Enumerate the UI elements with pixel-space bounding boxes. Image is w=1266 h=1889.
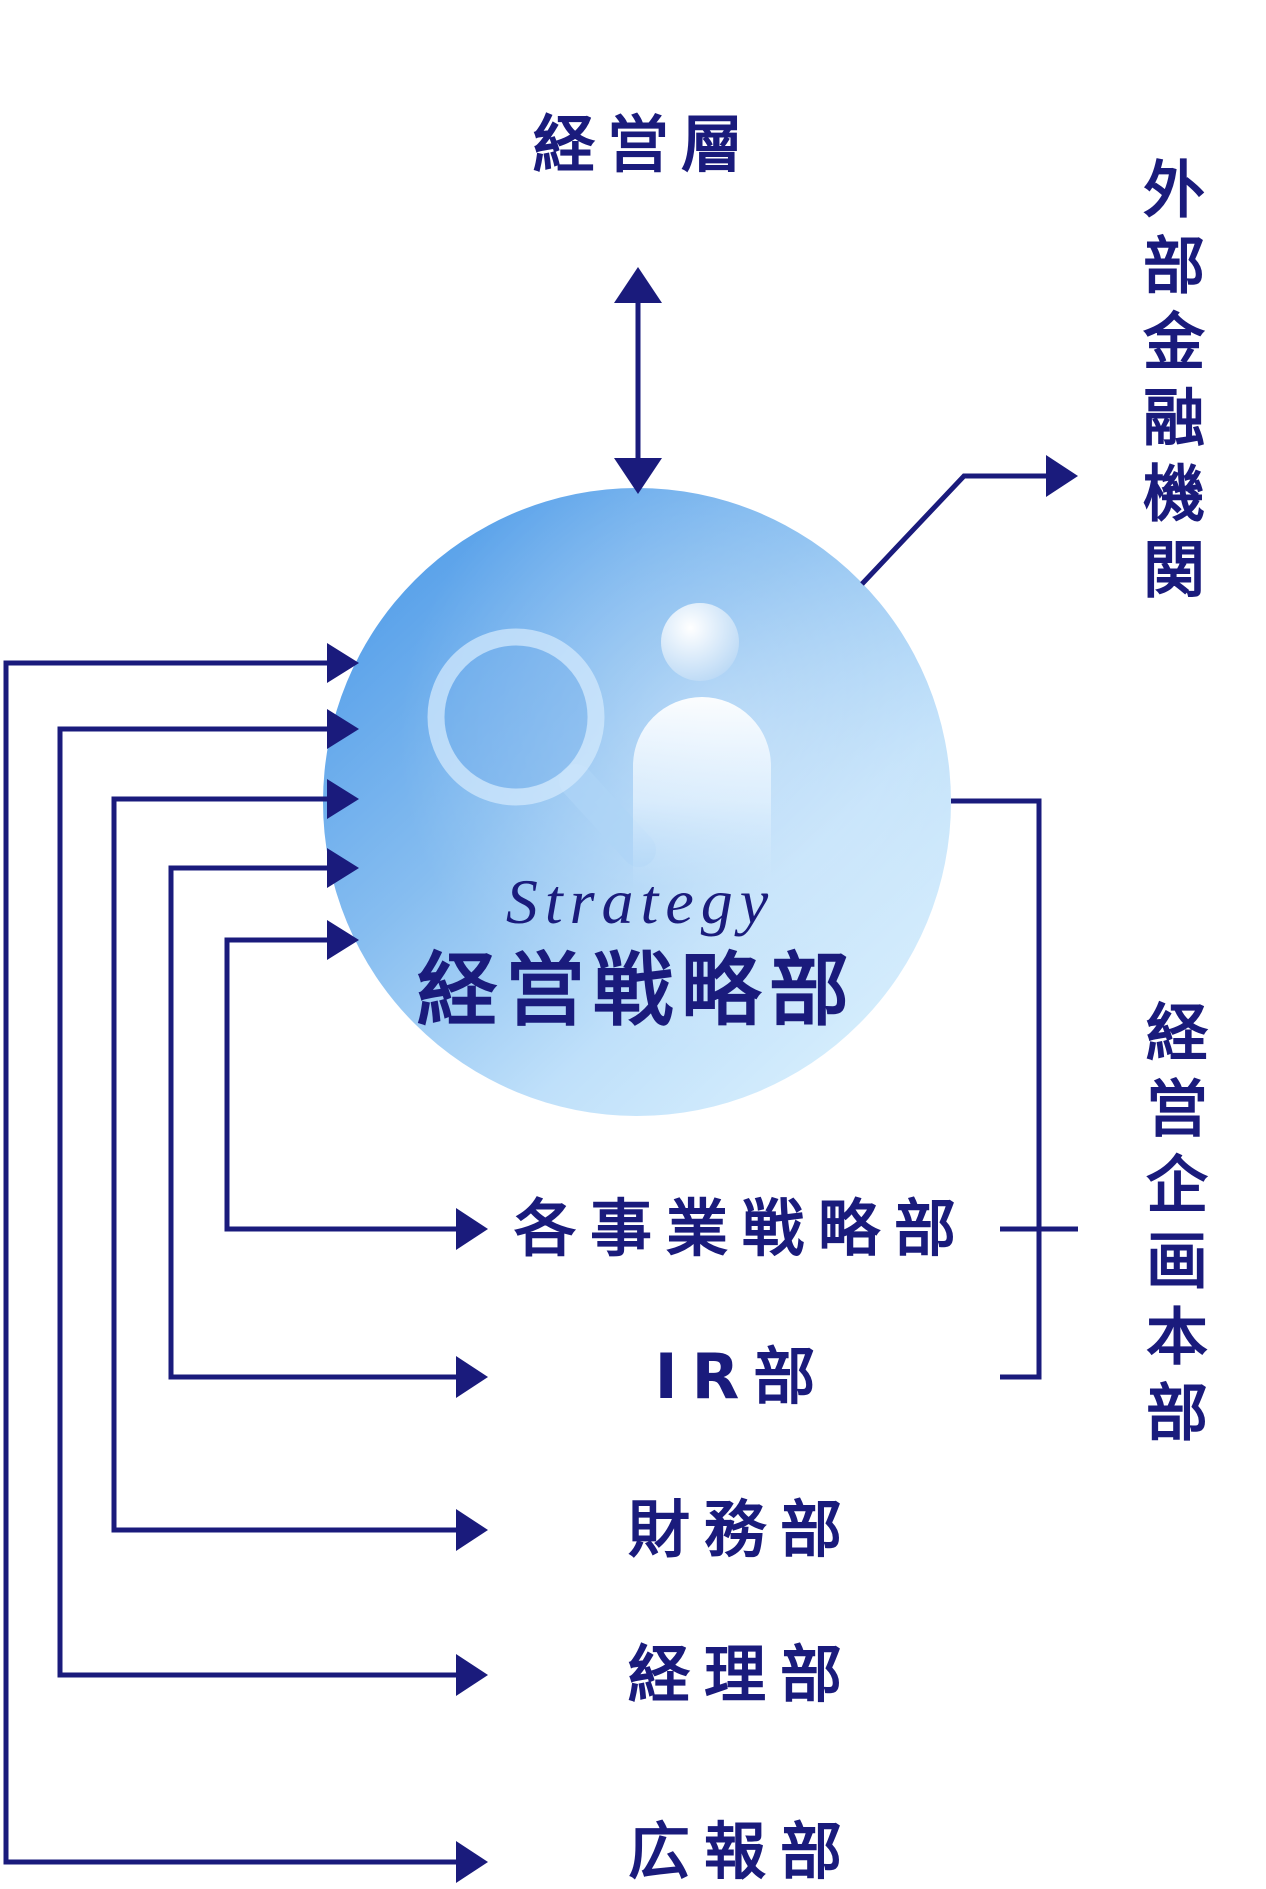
link-line bbox=[57, 726, 460, 1678]
external-connector-line bbox=[860, 473, 1050, 586]
arrow-head-to-department bbox=[456, 1208, 488, 1250]
arrow-head-to-center bbox=[327, 709, 359, 749]
top-double-arrow bbox=[614, 267, 662, 494]
person-body bbox=[633, 697, 771, 888]
link-zaimu bbox=[111, 779, 488, 1551]
magnifier-lens bbox=[444, 645, 588, 789]
arrow-head-to-department bbox=[456, 1841, 488, 1883]
link-line bbox=[3, 660, 460, 1865]
arrow-head-up bbox=[614, 267, 662, 303]
bracket-line bbox=[951, 798, 1042, 1380]
magnifier-ring bbox=[427, 628, 605, 806]
external-connector bbox=[860, 455, 1078, 586]
arrow-head-down bbox=[614, 458, 662, 494]
department-label-zaimu: 財務部 bbox=[627, 1493, 857, 1566]
arrow-head-to-department bbox=[456, 1356, 488, 1398]
magnifier-icon bbox=[427, 628, 656, 867]
link-koho bbox=[3, 643, 488, 1883]
top-node-label: 経営層 bbox=[532, 108, 756, 181]
center-node-label: 経営戦略部 bbox=[417, 944, 857, 1037]
link-keiri bbox=[57, 709, 488, 1696]
link-line bbox=[168, 865, 460, 1380]
arrow-head-right bbox=[1046, 455, 1078, 497]
external-node-label: 外部金融機関 bbox=[1132, 157, 1205, 613]
arrow-head-to-center bbox=[327, 779, 359, 819]
center-node-subtitle: Strategy bbox=[505, 866, 776, 937]
planning-group-label: 経営企画本部 bbox=[1135, 1000, 1208, 1456]
arrow-head-to-department bbox=[456, 1509, 488, 1551]
department-label-koho: 広報部 bbox=[627, 1815, 857, 1888]
arrow-head-to-center bbox=[327, 920, 359, 960]
planning-group-bracket bbox=[951, 798, 1078, 1380]
link-line bbox=[111, 796, 460, 1533]
link-line bbox=[224, 937, 460, 1232]
arrow-head-to-department bbox=[456, 1654, 488, 1696]
magnifier-handle bbox=[559, 764, 656, 867]
department-label-business-strategy: 各事業戦略部 bbox=[513, 1192, 971, 1265]
link-ir bbox=[168, 848, 488, 1398]
center-node bbox=[323, 488, 951, 1116]
arrow-head-to-center bbox=[327, 848, 359, 888]
department-label-ir: IR部 bbox=[654, 1340, 830, 1413]
link-business-strategy bbox=[224, 920, 488, 1250]
person-icon bbox=[633, 603, 771, 888]
arrow-head-to-center bbox=[327, 643, 359, 683]
department-label-keiri: 経理部 bbox=[627, 1638, 857, 1711]
person-head bbox=[661, 603, 739, 681]
